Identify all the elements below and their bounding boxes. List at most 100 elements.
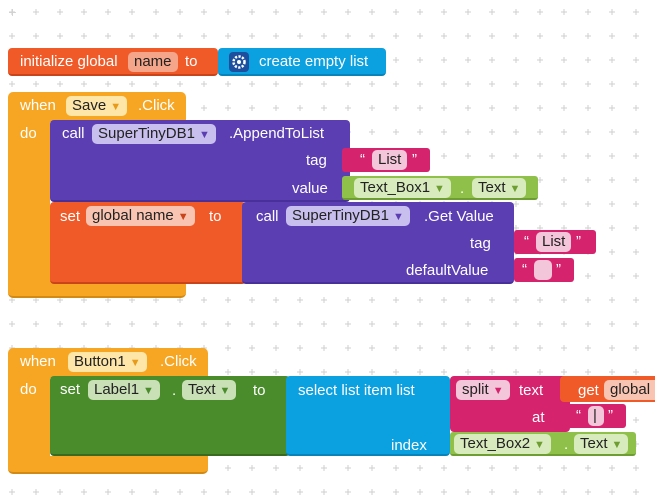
append-to-list-method-label: .AppendToList bbox=[229, 125, 325, 142]
grid-cross bbox=[609, 369, 615, 375]
call-label: call bbox=[62, 125, 85, 142]
grid-cross bbox=[249, 321, 255, 327]
tag-text-field[interactable]: List bbox=[372, 150, 408, 170]
grid-cross bbox=[465, 81, 471, 87]
initialize-global-block[interactable] bbox=[8, 48, 218, 76]
grid-cross bbox=[633, 57, 639, 63]
default-value-text-field[interactable] bbox=[534, 260, 552, 280]
textbox1-dot: . bbox=[460, 180, 465, 197]
select-list-item-block[interactable] bbox=[286, 376, 450, 456]
grid-cross bbox=[465, 105, 471, 111]
grid-cross bbox=[225, 297, 231, 303]
at-text-field[interactable]: | bbox=[588, 406, 604, 426]
tag2-text-field[interactable]: List bbox=[536, 232, 572, 252]
global-variable-dropdown[interactable]: global bbox=[604, 380, 655, 400]
grid-cross bbox=[513, 321, 519, 327]
chevron-down-icon: ▼ bbox=[199, 129, 210, 141]
grid-cross bbox=[537, 345, 543, 351]
grid-cross bbox=[585, 297, 591, 303]
grid-cross bbox=[537, 129, 543, 135]
grid-cross bbox=[249, 345, 255, 351]
label1-property-name: Text bbox=[188, 381, 216, 398]
grid-cross bbox=[81, 33, 87, 39]
grid-cross bbox=[633, 297, 639, 303]
button1-component-dropdown[interactable]: Button1▼ bbox=[68, 352, 147, 372]
grid-cross bbox=[489, 153, 495, 159]
chevron-down-icon: ▼ bbox=[434, 183, 445, 195]
grid-cross bbox=[609, 129, 615, 135]
grid-cross bbox=[321, 369, 327, 375]
grid-cross bbox=[633, 81, 639, 87]
grid-cross bbox=[177, 321, 183, 327]
grid-cross bbox=[225, 465, 231, 471]
save-component-dropdown[interactable]: Save▼ bbox=[66, 96, 128, 116]
grid-cross bbox=[633, 129, 639, 135]
grid-cross bbox=[33, 297, 39, 303]
global-variable-name-field[interactable]: name bbox=[128, 52, 178, 72]
chevron-down-icon: ▼ bbox=[143, 385, 154, 397]
grid-cross bbox=[153, 9, 159, 15]
grid-cross bbox=[633, 177, 639, 183]
grid-cross bbox=[561, 201, 567, 207]
grid-cross bbox=[153, 81, 159, 87]
grid-cross bbox=[201, 33, 207, 39]
textbox2-property-dropdown[interactable]: Text▼ bbox=[574, 434, 629, 454]
button1-click-event-footer bbox=[8, 456, 208, 474]
supertinydb1-get-dropdown[interactable]: SuperTinyDB1▼ bbox=[286, 206, 410, 226]
grid-cross bbox=[369, 105, 375, 111]
initialize-to-label: to bbox=[185, 53, 198, 70]
grid-cross bbox=[249, 33, 255, 39]
label1-component-dropdown[interactable]: Label1▼ bbox=[88, 380, 160, 400]
supertinydb1-dropdown[interactable]: SuperTinyDB1▼ bbox=[92, 124, 216, 144]
grid-cross bbox=[249, 81, 255, 87]
gear-icon[interactable] bbox=[229, 52, 249, 72]
textbox1-component-dropdown[interactable]: Text_Box1▼ bbox=[354, 178, 451, 198]
grid-cross bbox=[297, 321, 303, 327]
grid-cross bbox=[369, 81, 375, 87]
grid-cross bbox=[561, 345, 567, 351]
grid-cross bbox=[441, 129, 447, 135]
grid-cross bbox=[609, 249, 615, 255]
grid-cross bbox=[321, 33, 327, 39]
grid-cross bbox=[225, 321, 231, 327]
grid-cross bbox=[513, 57, 519, 63]
grid-cross bbox=[369, 129, 375, 135]
grid-cross bbox=[561, 81, 567, 87]
grid-cross bbox=[441, 153, 447, 159]
grid-cross bbox=[513, 297, 519, 303]
grid-cross bbox=[393, 489, 399, 495]
tag2-quote-close: ” bbox=[576, 233, 581, 250]
grid-cross bbox=[633, 369, 639, 375]
grid-cross bbox=[321, 297, 327, 303]
grid-cross bbox=[249, 105, 255, 111]
grid-cross bbox=[177, 33, 183, 39]
textbox2-component-name: Text_Box2 bbox=[460, 435, 531, 452]
grid-cross bbox=[489, 369, 495, 375]
grid-cross bbox=[417, 297, 423, 303]
grid-cross bbox=[609, 345, 615, 351]
split-dropdown[interactable]: split▼ bbox=[456, 380, 510, 400]
label1-property-dropdown[interactable]: Text▼ bbox=[182, 380, 237, 400]
grid-cross bbox=[249, 9, 255, 15]
chevron-down-icon: ▼ bbox=[129, 357, 141, 369]
grid-cross bbox=[129, 81, 135, 87]
grid-cross bbox=[369, 9, 375, 15]
grid-cross bbox=[417, 129, 423, 135]
grid-cross bbox=[441, 57, 447, 63]
grid-cross bbox=[585, 33, 591, 39]
grid-cross bbox=[609, 321, 615, 327]
grid-cross bbox=[537, 153, 543, 159]
global-name-dropdown[interactable]: global name▼ bbox=[86, 206, 195, 226]
grid-cross bbox=[465, 9, 471, 15]
grid-cross bbox=[465, 369, 471, 375]
chevron-down-icon: ▼ bbox=[393, 211, 404, 223]
grid-cross bbox=[393, 297, 399, 303]
grid-cross bbox=[369, 33, 375, 39]
textbox2-component-dropdown[interactable]: Text_Box2▼ bbox=[454, 434, 551, 454]
textbox1-property-dropdown[interactable]: Text▼ bbox=[472, 178, 527, 198]
grid-cross bbox=[561, 369, 567, 375]
grid-cross bbox=[369, 369, 375, 375]
grid-cross bbox=[321, 489, 327, 495]
grid-cross bbox=[345, 105, 351, 111]
grid-cross bbox=[345, 345, 351, 351]
